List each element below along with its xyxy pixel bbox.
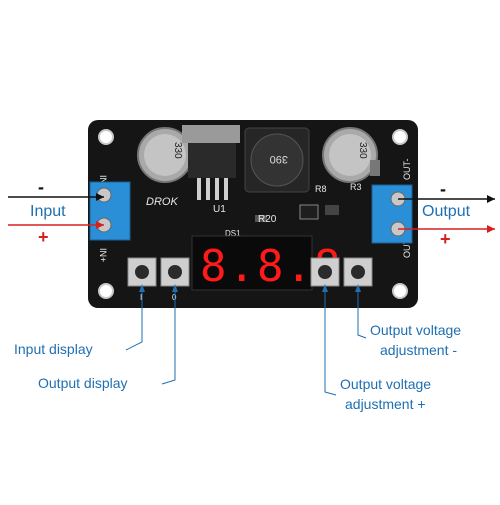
mount-hole	[98, 129, 114, 145]
capacitor-left: 330	[137, 127, 193, 183]
input-terminal	[89, 181, 131, 241]
svg-text:8.8.8.: 8.8.8.	[200, 241, 371, 292]
adjust-plus-button	[310, 257, 340, 287]
output-minus-sign: -	[440, 179, 446, 199]
svg-text:R3: R3	[350, 182, 362, 192]
svg-text:DS1: DS1	[225, 229, 241, 238]
adjust-plus-label-line1: Output voltage	[340, 376, 432, 392]
svg-text:OUT-: OUT-	[402, 158, 412, 180]
input-plus-sign: +	[38, 227, 49, 247]
adjust-plus-label-line2: adjustment +	[345, 396, 426, 412]
mount-hole	[98, 283, 114, 299]
output-plus-sign: +	[440, 229, 451, 249]
capacitor-right: 330	[322, 127, 378, 183]
svg-text:390: 390	[270, 153, 288, 165]
svg-text:IN-: IN-	[98, 175, 108, 187]
input-display-label: Input display	[14, 341, 93, 357]
svg-text:OUT+: OUT+	[402, 234, 412, 258]
output-display-label: Output display	[38, 375, 128, 391]
seven-segment-display: 8.8.8.	[191, 235, 371, 292]
output-display-button	[160, 257, 190, 287]
mount-hole	[392, 129, 408, 145]
svg-text:330: 330	[357, 142, 368, 159]
adjust-minus-label-line2: adjustment -	[380, 342, 458, 358]
svg-text:I: I	[140, 293, 142, 302]
regulator-chip	[182, 125, 240, 200]
svg-text:330: 330	[172, 142, 183, 159]
output-label: Output	[422, 203, 471, 220]
svg-text:R20: R20	[258, 214, 277, 225]
output-terminal	[371, 184, 413, 244]
input-label: Input	[30, 203, 66, 220]
adjust-minus-button	[343, 257, 373, 287]
callout-lines	[125, 286, 367, 396]
input-minus-sign: -	[38, 177, 44, 197]
mount-hole	[392, 283, 408, 299]
svg-text:R8: R8	[315, 184, 327, 194]
adjust-minus-label-line1: Output voltage	[370, 322, 462, 338]
svg-text:IN+: IN+	[98, 248, 108, 262]
inductor: 390	[244, 127, 310, 193]
input-display-button	[127, 257, 157, 287]
brand-silk: DROK	[146, 196, 178, 208]
svg-text:U1: U1	[213, 204, 226, 215]
